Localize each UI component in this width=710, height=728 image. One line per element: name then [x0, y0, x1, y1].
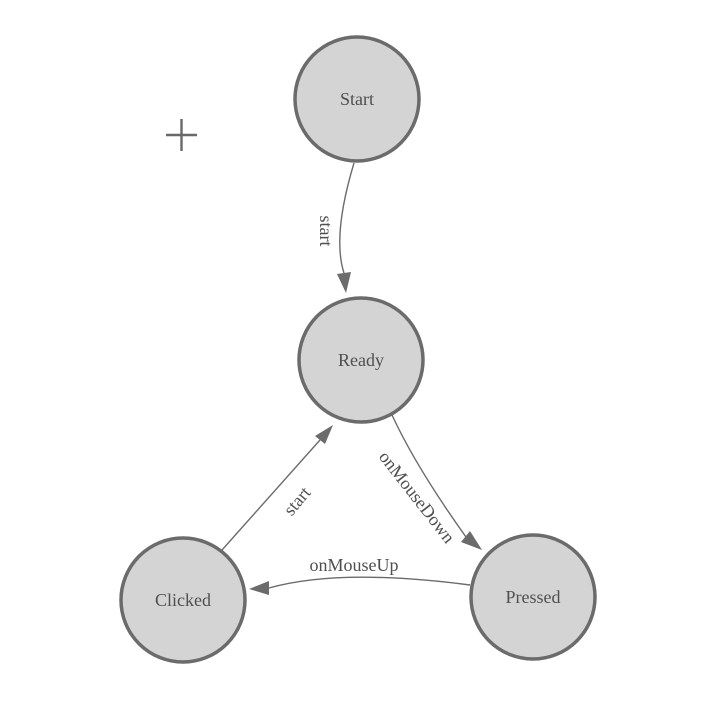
edge-label-clicked-to-ready: start	[279, 483, 314, 520]
arrowhead-icon	[337, 272, 351, 293]
state-label: Clicked	[155, 590, 211, 610]
state-node-start[interactable]: Start	[293, 35, 421, 163]
edge-clicked-to-ready: start	[221, 425, 333, 551]
arrowhead-icon	[461, 531, 482, 550]
edge-label-pressed-to-clicked: onMouseUp	[310, 555, 399, 575]
edge-line	[339, 162, 355, 274]
edge-line	[221, 439, 321, 551]
state-node-pressed[interactable]: Pressed	[469, 533, 597, 661]
edge-line	[268, 576, 471, 589]
edge-line	[391, 414, 467, 538]
edge-ready-to-pressed: onMouseDown	[375, 414, 482, 550]
state-label: Start	[340, 89, 374, 109]
state-circle[interactable]	[469, 533, 597, 661]
state-label: Pressed	[506, 587, 561, 607]
state-circle[interactable]	[119, 536, 247, 664]
edge-start-to-ready: start	[316, 162, 355, 293]
arrowhead-icon	[315, 425, 333, 444]
state-circle[interactable]	[297, 296, 425, 424]
state-circle[interactable]	[293, 35, 421, 163]
state-label: Ready	[338, 350, 384, 370]
edge-pressed-to-clicked: onMouseUp	[249, 555, 471, 595]
state-node-ready[interactable]: Ready	[297, 296, 425, 424]
edge-label-start-to-ready: start	[316, 216, 336, 247]
arrowhead-icon	[249, 581, 269, 595]
state-node-clicked[interactable]: Clicked	[119, 536, 247, 664]
plus-icon[interactable]	[166, 119, 197, 151]
